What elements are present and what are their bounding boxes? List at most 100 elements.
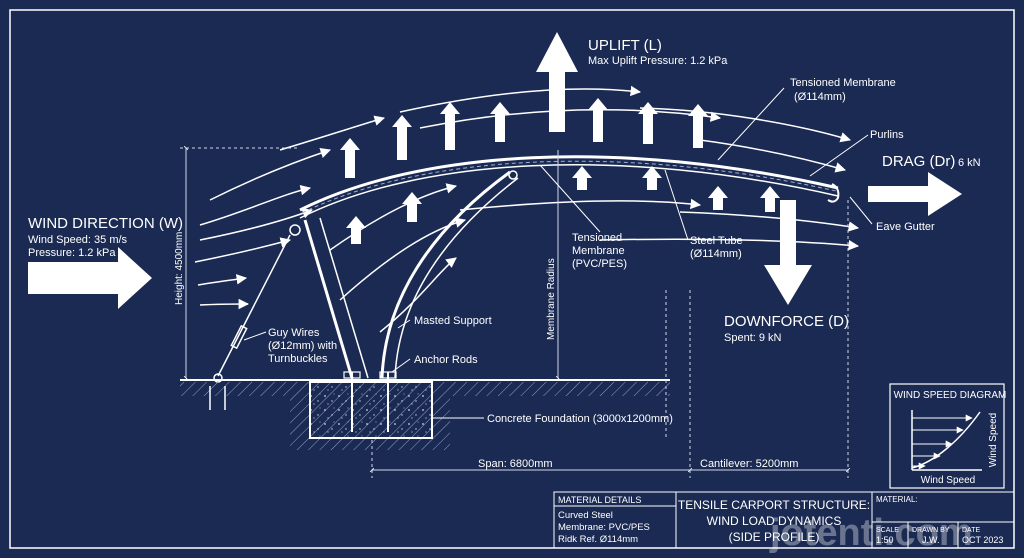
wind-pressure-text: Pressure: 1.2 kPa <box>28 247 116 259</box>
label-membrane-top-1: Tensioned Membrane <box>790 77 896 89</box>
small-uplift-arrow-icon <box>490 102 510 142</box>
speed-diagram-title: WIND SPEED DIAGRAM <box>894 390 1007 401</box>
drag-arrow-icon <box>868 172 962 216</box>
title-block <box>553 491 1015 549</box>
leader-lines <box>243 87 873 419</box>
roof-structure <box>299 155 840 219</box>
tb-mat-line1: Curved Steel <box>558 510 613 521</box>
speed-diagram-x-label: Wind Speed <box>921 475 975 486</box>
speed-diagram-box <box>889 383 1005 489</box>
label-membrane-mid-3: (PVC/PES) <box>572 258 627 270</box>
label-cantilever: Cantilever: 5200mm <box>700 458 798 470</box>
speed-diagram-y-label: Wind Speed <box>988 413 999 467</box>
speed-profile-arrows <box>912 414 973 470</box>
masted-support-outer <box>380 170 511 379</box>
wind-direction-arrow-icon <box>28 247 152 309</box>
leader-purlins <box>809 134 869 177</box>
watermark: jotenti.com <box>769 512 973 554</box>
front-mast-right <box>319 217 369 379</box>
leader-steel-tube <box>664 169 689 241</box>
small-uplift-arrow-icon <box>340 138 360 178</box>
downforce-value: Spent: 9 kN <box>724 332 782 344</box>
small-uplift-arrow-icon <box>638 102 658 144</box>
small-uplift-arrow-icon <box>402 192 422 222</box>
title-block-frame <box>553 491 1015 549</box>
small-uplift-arrow-icon <box>392 115 412 160</box>
label-anchor-rods: Anchor Rods <box>414 354 478 366</box>
wind-speed-text: Wind Speed: 35 m/s <box>28 234 128 246</box>
membrane-roof-center <box>301 160 837 214</box>
label-concrete-foundation: Concrete Foundation (3000x1200mm) <box>487 413 673 425</box>
support-structure <box>213 170 519 383</box>
label-membrane-top-2: (Ø114mm) <box>794 91 846 103</box>
anchor-plate-right <box>379 371 397 379</box>
small-uplift-arrow-icon <box>688 104 708 148</box>
label-masted-support: Masted Support <box>414 315 492 327</box>
downforce-title: DOWNFORCE (D) <box>724 313 849 330</box>
label-purlins: Purlins <box>870 129 904 141</box>
small-uplift-arrow-icon <box>440 102 460 150</box>
text-layer: WIND DIRECTION (W) Wind Speed: 35 m/s Pr… <box>28 37 1003 554</box>
small-uplift-arrow-icon <box>588 98 608 142</box>
leader-anchor <box>391 358 411 373</box>
uplift-subtitle: Max Uplift Pressure: 1.2 kPa <box>588 55 728 67</box>
mast-joint-top <box>289 224 301 236</box>
tb-date-label: DATE <box>962 527 980 534</box>
turnbuckle <box>230 324 248 350</box>
drag-title: DRAG (Dr) <box>882 153 955 170</box>
concrete-foundation-block <box>309 381 433 439</box>
uplift-arrow-icon <box>536 32 578 132</box>
drawing-frame <box>9 9 1015 549</box>
anchor-plate-left <box>343 371 361 379</box>
tb-scale-label: SCALE <box>876 527 899 534</box>
tb-title2: WIND LOAD DYNAMICS <box>707 514 842 528</box>
tb-drawn-label: DRAWN BY <box>912 527 950 534</box>
small-uplift-arrow-icon <box>642 166 662 190</box>
downforce-arrow-icon <box>764 200 812 305</box>
label-membrane-radius: Membrane Radius <box>546 258 557 340</box>
wind-streamlines <box>194 85 860 333</box>
wind-speed-diagram: WIND SPEED DIAGRAM Wind Speed Wind Speed <box>889 383 1007 489</box>
drag-value: 6 kN <box>958 157 981 169</box>
dimension-lines <box>180 145 851 478</box>
tb-title1: TENSILE CARPORT STRUCTURE: <box>678 498 870 512</box>
leader-masted <box>397 319 411 329</box>
label-height: Height: 4500mm <box>174 232 185 305</box>
tb-material-details: MATERIAL DETAILS <box>558 495 641 505</box>
leader-membrane-mid <box>539 164 601 233</box>
label-steel-tube-2: (Ø114mm) <box>690 248 742 260</box>
tb-mat-line3: Ridk Ref. Ø114mm <box>558 534 638 545</box>
label-guy-wires-2: (Ø12mm) with <box>268 340 337 352</box>
tb-material-label: MATERIAL: <box>876 495 918 504</box>
label-guy-wires-3: Turnbuckles <box>268 353 328 365</box>
masted-support-inner <box>394 177 519 379</box>
uplift-pressure-arrows <box>340 98 780 244</box>
small-uplift-arrow-icon <box>708 186 728 210</box>
label-eave-gutter: Eave Gutter <box>876 221 935 233</box>
eave-gutter-shape <box>827 183 840 203</box>
leader-guy-wires <box>243 331 267 341</box>
label-membrane-mid-1: Tensioned <box>572 232 622 244</box>
small-uplift-arrow-icon <box>760 186 780 212</box>
label-span: Span: 6800mm <box>478 458 553 470</box>
guy-wire <box>217 234 291 377</box>
label-guy-wires-1: Guy Wires <box>268 327 320 339</box>
tb-mat-line2: Membrane: PVC/PES <box>558 522 650 533</box>
small-uplift-arrow-icon <box>572 166 592 190</box>
tb-title3: (SIDE PROFILE) <box>729 530 820 544</box>
label-membrane-mid-2: Membrane <box>572 245 625 257</box>
tb-scale-value: 1:50 <box>876 535 894 545</box>
support-joint-top <box>508 170 518 180</box>
front-mast-left <box>303 219 354 379</box>
tb-drawn-value: J.W. <box>922 535 940 545</box>
tb-date-value: OCT 2023 <box>962 535 1003 545</box>
ground-foundation <box>180 371 670 450</box>
label-steel-tube-1: Steel Tube <box>690 235 743 247</box>
membrane-roof-lower <box>299 164 839 219</box>
uplift-title: UPLIFT (L) <box>588 37 662 54</box>
leader-membrane-top <box>717 87 785 161</box>
wind-direction-title: WIND DIRECTION (W) <box>28 215 183 232</box>
small-uplift-arrow-icon <box>346 216 366 244</box>
